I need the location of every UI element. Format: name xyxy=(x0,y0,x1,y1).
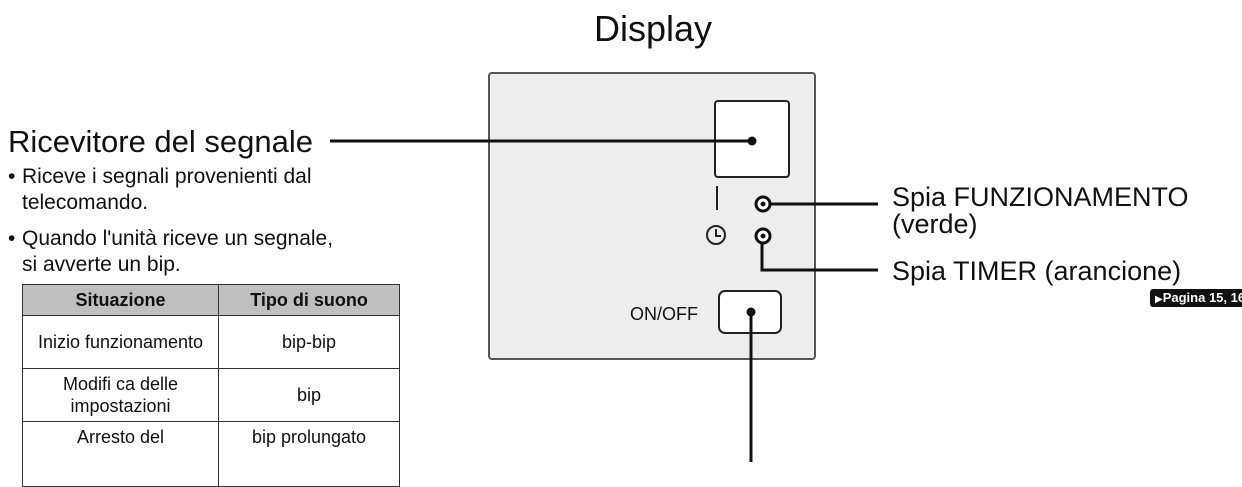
bullet-1-line-2: telecomando. xyxy=(22,191,149,214)
timer-lamp-label: Spia TIMER (arancione) xyxy=(892,256,1182,286)
table-cell-situation: Inizio funzionamento xyxy=(21,315,220,369)
table-row: Modifi ca delle impostazioni bip xyxy=(21,368,400,422)
operation-lamp-label-line-2: (verde) xyxy=(892,209,978,239)
diagram-title: Display xyxy=(594,8,713,49)
leader-lines-overlay xyxy=(330,136,878,462)
table-header-row: Situazione Tipo di suono xyxy=(21,284,400,316)
table-cell-sound: bip-bip xyxy=(218,315,400,369)
operation-lamp-label-line-1: Spia FUNZIONAMENTO xyxy=(892,182,1189,212)
receiver-bullet-2: • Quando l'unità riceve un segnale, si av… xyxy=(8,226,333,278)
page-reference-text: Pagina 15, 16 xyxy=(1162,290,1242,305)
table-cell-situation: Modifi ca delle impostazioni xyxy=(21,368,220,422)
timer-lamp-icon xyxy=(754,227,772,245)
table-cell-sound: bip xyxy=(218,368,400,422)
table-header-situation: Situazione xyxy=(21,284,220,316)
timer-lamp-leader-line xyxy=(760,238,878,272)
bullet-glyph: • xyxy=(8,165,16,188)
page-reference-badge: ▶Pagina 15, 16 xyxy=(1150,289,1242,307)
table-row: Inizio funzionamento bip-bip xyxy=(21,315,400,369)
bullet-2-line-1: Quando l'unità riceve un segnale, xyxy=(22,227,334,250)
play-arrow-icon: ▶ xyxy=(1155,294,1163,305)
receiver-point xyxy=(747,136,757,146)
operation-lamp-icon xyxy=(754,195,772,213)
timer-clock-icon xyxy=(706,225,726,245)
bullet-glyph: • xyxy=(8,227,16,250)
signal-receiver-label: Ricevitore del segnale xyxy=(8,124,314,159)
bullet-2-line-2: si avverte un bip. xyxy=(22,253,181,276)
operation-lamp-label: Spia FUNZIONAMENTO (verde) xyxy=(892,184,1189,238)
receiver-bullet-1: • Riceve i segnali provenienti dal teleco… xyxy=(8,164,312,216)
onoff-point xyxy=(746,307,756,317)
bullet-1-line-1: Riceve i segnali provenienti dal xyxy=(22,165,312,188)
onoff-button-label: ON/OFF xyxy=(630,304,698,324)
